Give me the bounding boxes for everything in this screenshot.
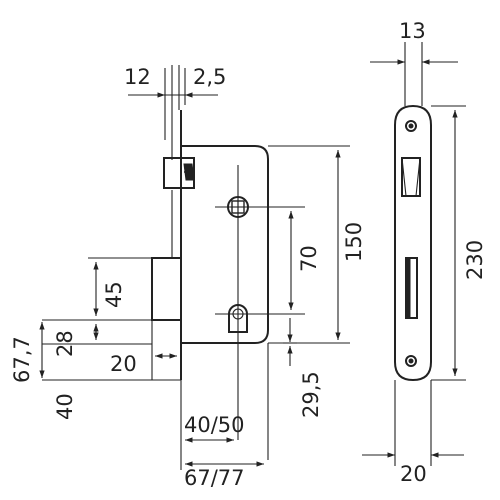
label-67-77: 67/77 [184, 466, 245, 490]
label-70: 70 [297, 245, 321, 272]
lock-body-side-view [151, 65, 305, 440]
label-13: 13 [399, 19, 426, 43]
label-12: 12 [124, 65, 151, 89]
dimension-top-offsets [128, 68, 218, 140]
faceplate-front-view [394, 104, 432, 382]
label-45: 45 [102, 281, 126, 308]
latch-bolt [163, 157, 195, 189]
dimension-left-group [39, 257, 181, 381]
label-67-7: 67,7 [10, 336, 34, 383]
label-28: 28 [53, 330, 77, 357]
label-40: 40 [53, 393, 77, 420]
dimension-bottom-group [180, 380, 264, 470]
label-20-left: 20 [110, 352, 137, 376]
label-20-bottom: 20 [400, 462, 427, 486]
label-150: 150 [342, 222, 366, 262]
faceplate-outline [394, 104, 432, 382]
dimension-20-bottom [362, 380, 464, 466]
lock-case-outline [180, 145, 269, 344]
label-40-50: 40/50 [184, 413, 245, 437]
faceplate-screw-bottom [405, 355, 417, 367]
faceplate-screw-top [405, 120, 417, 132]
faceplate-latch-opening [401, 157, 421, 197]
latch-bolt-bevel [183, 163, 195, 181]
label-29-5: 29,5 [299, 371, 323, 418]
dimension-150 [268, 145, 350, 344]
label-230: 230 [463, 240, 487, 280]
dimension-13 [370, 42, 458, 106]
dead-bolt [151, 257, 182, 321]
dimension-230 [431, 105, 466, 381]
dimension-29-5 [267, 318, 297, 460]
label-2-5: 2,5 [193, 65, 226, 89]
